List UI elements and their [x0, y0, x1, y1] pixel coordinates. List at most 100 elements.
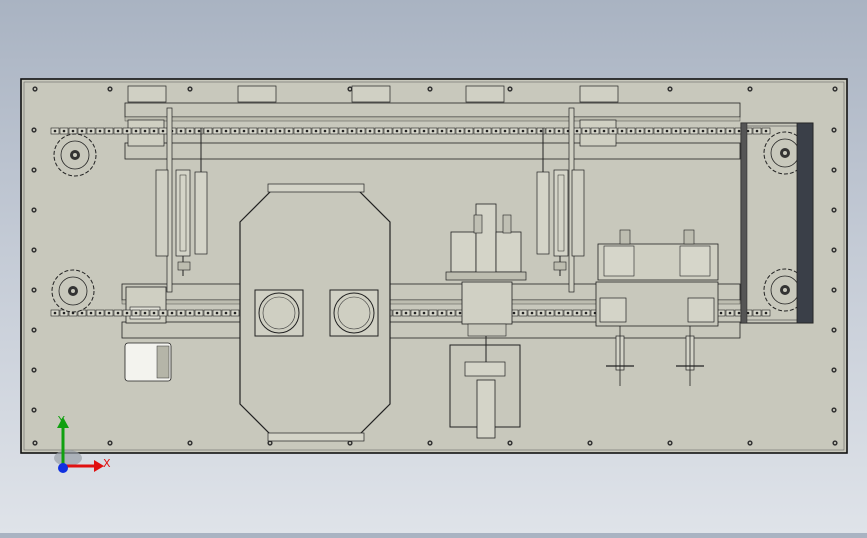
chain-link [698, 127, 708, 135]
chain-link [302, 127, 312, 135]
plate-bolt [831, 287, 837, 293]
chain-link [509, 127, 519, 135]
chain-link [527, 127, 537, 135]
chain-link [176, 309, 186, 317]
chain-link [446, 127, 456, 135]
plate-bolt [32, 86, 38, 92]
chain-link [419, 127, 429, 135]
chain-link [491, 127, 501, 135]
chain-link [428, 309, 438, 317]
plate-bolt [667, 440, 673, 446]
chain-link [455, 127, 465, 135]
chain-link [167, 309, 177, 317]
plate-bolt [831, 207, 837, 213]
chain-link [554, 127, 564, 135]
chain-link [203, 309, 213, 317]
chain-link [572, 309, 582, 317]
chain-link [689, 127, 699, 135]
chain-link [554, 309, 564, 317]
belt-return-frame[interactable] [740, 122, 814, 324]
chain-link [518, 309, 528, 317]
plate-bolt [107, 440, 113, 446]
right-cylinder-assembly[interactable] [536, 128, 585, 276]
chain-link [707, 127, 717, 135]
plate-bolt [831, 127, 837, 133]
chain-link [95, 309, 105, 317]
chain-link [446, 309, 456, 317]
plate-bolt [831, 367, 837, 373]
chain-link [104, 127, 114, 135]
chain-link [473, 127, 483, 135]
chain-link [581, 309, 591, 317]
left-cylinder-assembly[interactable] [155, 128, 208, 276]
plate-bolt [107, 86, 113, 92]
plate-bolt [32, 440, 38, 446]
chain-link [590, 127, 600, 135]
top-bracket-blocks [127, 85, 619, 103]
chain-link [77, 127, 87, 135]
chain-link [653, 127, 663, 135]
plate-bolt [831, 407, 837, 413]
central-octagon-plate[interactable] [239, 183, 391, 442]
motor-window-right[interactable] [329, 289, 379, 337]
center-motor-unit[interactable] [445, 203, 527, 337]
chain-link [230, 127, 240, 135]
chain-link [203, 127, 213, 135]
chain-link [230, 309, 240, 317]
top-rail-assembly[interactable] [124, 85, 741, 160]
chain-link [365, 127, 375, 135]
chain-link [86, 309, 96, 317]
chain-link [50, 309, 60, 317]
chain-link [725, 309, 735, 317]
chain-link [671, 127, 681, 135]
sprocket-left-top[interactable] [53, 133, 97, 177]
lower-slide-bracket[interactable] [449, 336, 521, 439]
plate-bolt [187, 440, 193, 446]
sprocket-left-bottom[interactable] [51, 269, 95, 313]
chain-link [122, 127, 132, 135]
chain-link [392, 309, 402, 317]
chain-link [626, 127, 636, 135]
chain-link [752, 309, 762, 317]
chain-link [59, 127, 69, 135]
chain-link [392, 127, 402, 135]
chain-link [329, 127, 339, 135]
chain-link [401, 127, 411, 135]
plate-bolt [31, 127, 37, 133]
plate-bolt [31, 247, 37, 253]
plate-bolt [747, 440, 753, 446]
x-axis-label: X [103, 457, 111, 470]
chain-link [644, 127, 654, 135]
sensor-block[interactable] [124, 342, 172, 382]
chain-link [536, 127, 546, 135]
coordinate-triad [54, 417, 104, 473]
plate-bolt [507, 86, 513, 92]
chain-link [599, 127, 609, 135]
chain-link [239, 127, 249, 135]
plate-bolt [31, 287, 37, 293]
chain-link [194, 309, 204, 317]
chain-link [383, 127, 393, 135]
chain-link [185, 127, 195, 135]
chain-link [374, 127, 384, 135]
chain-link [752, 127, 762, 135]
plate-bolt [507, 440, 513, 446]
plate-bolt [31, 367, 37, 373]
chain-link [95, 127, 105, 135]
chain-link [248, 127, 258, 135]
plate-bolt [31, 167, 37, 173]
chain-link [131, 127, 141, 135]
chain-link [275, 127, 285, 135]
chain-link [131, 309, 141, 317]
chain-link [221, 127, 231, 135]
chain-link [500, 127, 510, 135]
chain-link [311, 127, 321, 135]
chain-link [284, 127, 294, 135]
motor-window-left[interactable] [254, 289, 304, 337]
chain-link [185, 309, 195, 317]
sprocket-right-top[interactable] [763, 131, 807, 175]
right-actuator-assembly[interactable] [595, 229, 719, 386]
plate-bolt [831, 327, 837, 333]
